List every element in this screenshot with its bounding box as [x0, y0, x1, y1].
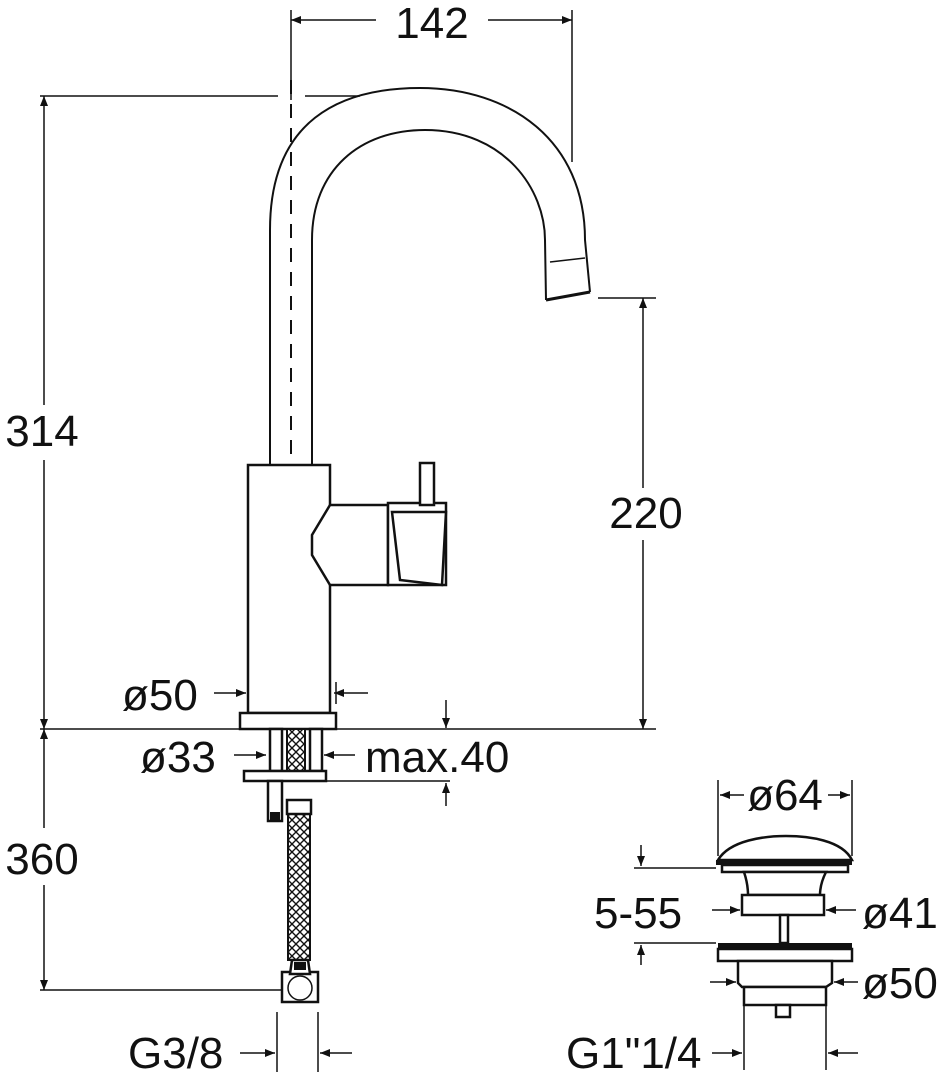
lever-pin	[418, 461, 436, 507]
hose-ferrule-dark	[294, 962, 306, 970]
dim-label-waste-height: 5-55	[594, 889, 682, 938]
waste-flange	[716, 947, 854, 963]
dim-max-deck: max.40	[326, 700, 509, 806]
mixer-housing	[310, 503, 390, 587]
dim-label-220: 220	[609, 489, 682, 538]
dim-waste-body: ø41	[712, 889, 938, 938]
dim-label-314: 314	[5, 407, 78, 456]
dim-waste-thread: G1"1/4	[566, 1005, 858, 1078]
faucet	[238, 80, 591, 1004]
flexible-hose	[287, 799, 311, 961]
spout-inner	[311, 128, 547, 465]
dim-hose-connection: G3/8	[128, 1012, 352, 1078]
lever-body	[390, 510, 448, 587]
fixing-stud-tip	[270, 812, 280, 822]
dim-label-142: 142	[395, 0, 468, 48]
spout-tip-line	[549, 257, 586, 263]
spout-outer	[269, 86, 591, 465]
dim-label-waste-flange: ø50	[862, 959, 938, 1008]
dim-label-base-diameter: ø50	[122, 671, 198, 720]
waste-flange-top	[718, 943, 852, 949]
waste-bottom-nub	[774, 1003, 792, 1019]
base-plate	[238, 711, 338, 731]
faucet-body	[246, 463, 332, 715]
hose-collar	[285, 798, 313, 816]
dim-label-g38: G3/8	[128, 1029, 223, 1076]
spout-outlet	[545, 290, 591, 302]
waste-thread-body	[742, 985, 828, 1007]
dim-total-height: 314	[5, 95, 360, 729]
dim-label-max-40: max.40	[365, 733, 509, 782]
waste-lower-body	[736, 959, 834, 989]
threaded-shank	[286, 728, 306, 772]
waste-cap	[715, 834, 855, 862]
dim-label-360: 360	[5, 835, 78, 884]
waste-stem	[778, 913, 790, 945]
dim-waste-height: 5-55	[594, 845, 716, 965]
hose-nut-ring	[287, 975, 313, 1001]
dim-shank-diameter: ø33	[140, 733, 355, 782]
dim-label-waste-thread: G1"1/4	[566, 1029, 701, 1076]
dim-hose-length: 360	[5, 729, 282, 991]
dim-waste-flange: ø50	[710, 959, 938, 1008]
shank-side-left	[268, 727, 284, 773]
dim-spout-height: 220	[598, 297, 683, 729]
dim-label-waste-top: ø64	[747, 771, 823, 820]
shank-side-right	[308, 727, 324, 773]
waste-neck	[742, 870, 829, 897]
dim-base-diameter: ø50	[122, 671, 368, 720]
waste-body-ring	[740, 893, 826, 917]
dim-waste-top: ø64	[717, 771, 853, 856]
waste-cap-lower	[720, 863, 850, 874]
dim-label-shank-diameter: ø33	[140, 733, 216, 782]
dim-spout-reach: 142	[290, 0, 573, 162]
waste-cap-rim	[716, 860, 852, 865]
fixing-plate	[242, 769, 328, 783]
dim-label-waste-body: ø41	[862, 889, 938, 938]
waste-valve	[715, 834, 855, 1019]
